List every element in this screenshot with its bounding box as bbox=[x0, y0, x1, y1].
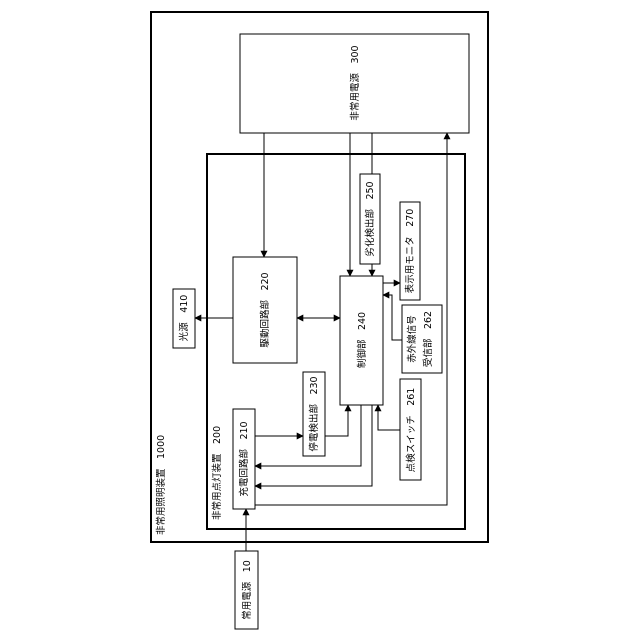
outer-device-label: 非常用照明装置 1000 bbox=[155, 435, 167, 535]
outer-device-box bbox=[151, 12, 488, 542]
charge-to-power300-arrow bbox=[255, 133, 447, 505]
ir-to-control-arrow bbox=[383, 295, 402, 340]
emergency-power-label: 非常用電源 300 bbox=[349, 45, 361, 120]
control-label: 制御部 240 bbox=[356, 312, 368, 368]
outage-to-control-arrow bbox=[325, 405, 348, 436]
display-monitor-label: 表示用モニタ 270 bbox=[404, 209, 416, 294]
charge-circuit-label: 充電回路部 210 bbox=[238, 421, 250, 496]
outage-detector-label: 停電検出部 230 bbox=[308, 376, 320, 451]
switch-to-control-arrow bbox=[378, 405, 400, 430]
degradation-detector-label: 劣化検出部 250 bbox=[364, 181, 376, 256]
mains-power-label: 常用電源 10 bbox=[241, 560, 253, 620]
inspection-switch-label: 点検スイッチ 261 bbox=[405, 388, 417, 473]
ir-receiver-label-line1: 赤外線信号 bbox=[406, 315, 418, 363]
drive-circuit-label: 駆動回路部 220 bbox=[259, 272, 271, 347]
lighting-device-label: 非常用点灯装置 200 bbox=[211, 426, 223, 520]
light-source-label: 光源 410 bbox=[178, 295, 190, 342]
ir-receiver-label-line2: 受信部 262 bbox=[422, 311, 434, 367]
